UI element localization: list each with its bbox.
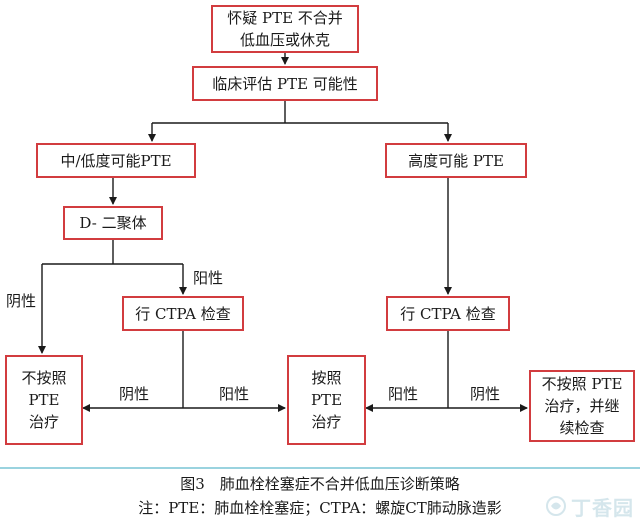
label-ctpa-left-negative: 阴性 [119,385,150,403]
figure-title: 图3 肺血栓栓塞症不合并低血压诊断策略 [180,475,460,493]
label-ddimer-positive: 阳性 [193,269,224,287]
node-d-dimer: D- 二聚体 [63,206,163,240]
node-ctpa-right: 行 CTPA 检查 [386,296,510,331]
caption-separator [0,467,640,469]
watermark-text: 丁香园 [571,495,634,520]
flowchart-connectors [38,53,528,412]
node-no-treat-left: 不按照 PTE 治疗 [5,355,83,445]
watermark-icon [546,496,566,516]
label-ctpa-right-positive: 阳性 [388,385,419,403]
figure-note: 注：PTE：肺血栓栓塞症；CTPA：螺旋CT肺动脉造影 [138,499,502,517]
node-no-treat-continue: 不按照 PTE 治疗，并继 续检查 [529,370,635,442]
node-high-probability: 高度可能 PTE [385,143,527,178]
label-ddimer-negative: 阴性 [6,292,37,310]
node-clinical-assessment: 临床评估 PTE 可能性 [192,66,378,101]
node-treat-pte: 按照 PTE 治疗 [287,355,366,445]
node-mid-low-probability: 中/低度可能PTE [36,143,196,178]
label-ctpa-left-positive: 阳性 [219,385,250,403]
label-ctpa-right-negative: 阴性 [470,385,501,403]
watermark-logo: 丁香园 [545,493,634,520]
node-ctpa-left: 行 CTPA 检查 [122,296,244,331]
node-suspect-pte: 怀疑 PTE 不合并 低血压或休克 [211,5,359,53]
